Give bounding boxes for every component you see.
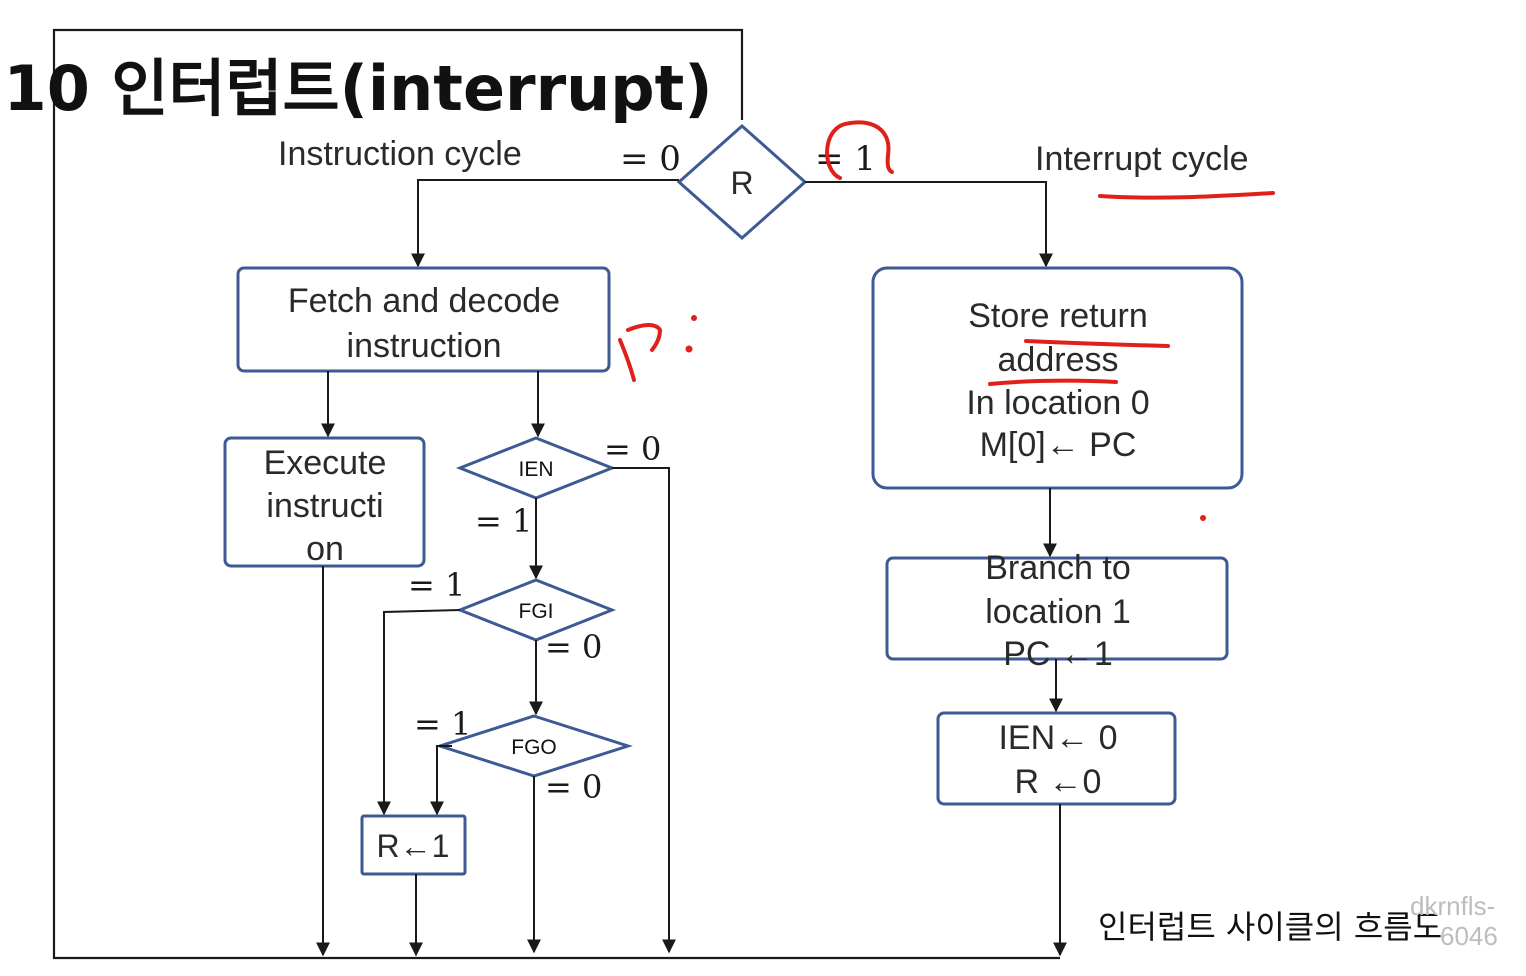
instruction-cycle-label: Instruction cycle xyxy=(278,135,522,173)
ien-one-label: = 1 xyxy=(475,502,532,540)
flowchart-caption: 인터럽트 사이클의 흐름도 xyxy=(1098,908,1442,946)
store-line3: In location 0 xyxy=(966,384,1149,422)
fetch-decode-box xyxy=(236,266,611,373)
fgi-one-arrow xyxy=(377,609,461,816)
red-underline-interrupt xyxy=(1098,191,1275,200)
fgo-decision-label: FGO xyxy=(511,736,557,759)
ien-zero-label: = 0 xyxy=(604,430,661,468)
fgi-decision-label: FGI xyxy=(519,600,554,623)
store-line4: M[0]← PC xyxy=(980,426,1137,464)
execute-line1: Execute xyxy=(264,444,387,482)
red-dot-1 xyxy=(691,315,697,321)
set-r-label: R←1 xyxy=(377,828,450,864)
r-one-label: = 1 xyxy=(815,139,876,179)
fgo-one-label: = 1 xyxy=(414,705,471,743)
red-underline-address xyxy=(988,378,1118,386)
red-question-mark xyxy=(618,323,663,382)
branch-line1: Branch to xyxy=(985,549,1131,587)
interrupt-cycle-label: Interrupt cycle xyxy=(1035,140,1249,178)
branch-line2: location 1 xyxy=(985,593,1131,631)
red-circle-annotation xyxy=(825,120,894,180)
ien-r-line2: R ←0 xyxy=(1015,763,1102,801)
execute-line2: instructi xyxy=(266,487,383,525)
execute-line3: on xyxy=(306,530,344,568)
r-decision-diamond xyxy=(676,123,808,241)
outer-loop-line xyxy=(52,28,1060,960)
fetch-line2: instruction xyxy=(347,327,502,365)
ien-decision-label: IEN xyxy=(518,458,553,481)
ien-zero-arrow xyxy=(612,467,676,954)
r-right-arrow xyxy=(805,181,1053,268)
r-left-arrow xyxy=(411,179,679,268)
store-line1: Store return xyxy=(968,297,1148,335)
fgi-one-label: = 1 xyxy=(408,566,465,604)
fgi-zero-label: = 0 xyxy=(545,628,602,666)
r-decision-label: R xyxy=(730,165,753,201)
r-zero-label: = 0 xyxy=(620,139,681,179)
ien-r-line1: IEN← 0 xyxy=(998,719,1117,757)
store-line2: address xyxy=(998,341,1119,379)
fgo-one-arrow xyxy=(430,745,452,816)
fetch-line1: Fetch and decode xyxy=(288,282,560,320)
branch-line3: PC ←1 xyxy=(1003,635,1113,673)
red-underline-return xyxy=(1024,339,1170,348)
watermark-line2: 6046 xyxy=(1440,921,1498,951)
ien-r-reset-box xyxy=(936,711,1177,806)
page-title: .10 인터럽트(interrupt) xyxy=(0,52,713,125)
red-dot-2 xyxy=(685,345,693,353)
fgo-zero-label: = 0 xyxy=(545,768,602,806)
red-dot-3 xyxy=(1200,515,1206,521)
watermark-line1: dkrnfls- xyxy=(1410,891,1495,921)
store-return-box xyxy=(871,266,1244,490)
execute-instruction-box xyxy=(223,436,426,568)
set-r-box xyxy=(360,814,467,876)
